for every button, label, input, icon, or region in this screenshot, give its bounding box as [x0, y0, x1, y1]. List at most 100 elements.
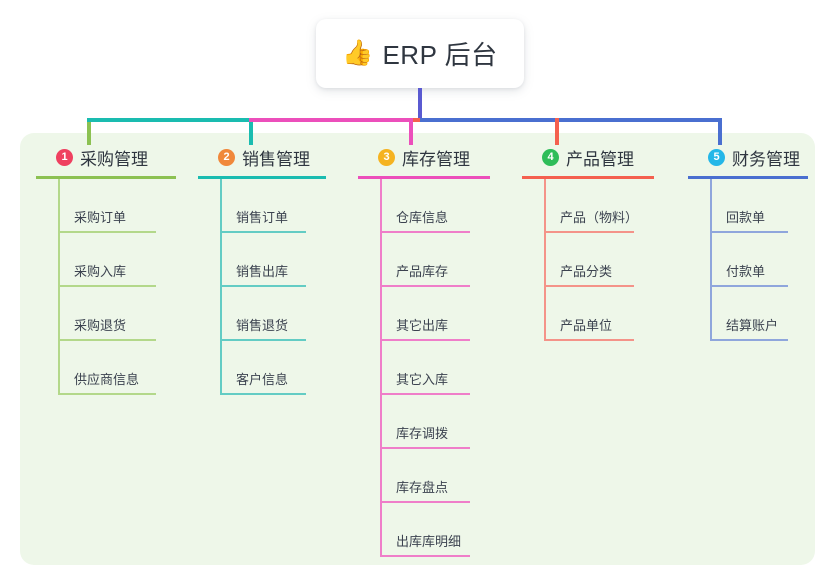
- branch-header-4[interactable]: 4 产品管理: [522, 144, 654, 170]
- branch-underline: [522, 176, 654, 179]
- branch-items: 产品（物料） 产品分类产品单位: [522, 179, 654, 341]
- branch-items: 采购订单采购入库采购退货供应商信息: [36, 179, 176, 395]
- branch-number-badge: 2: [218, 148, 235, 166]
- branch-spine: [710, 179, 712, 341]
- leaf-item-underline: [380, 555, 470, 557]
- leaf-item-label: 销售订单: [236, 210, 289, 225]
- leaf-item-label: 库存调拨: [396, 426, 449, 441]
- leaf-item[interactable]: 采购订单: [58, 179, 176, 233]
- leaf-item[interactable]: 供应商信息: [58, 341, 176, 395]
- leaf-item-underline: [544, 285, 634, 287]
- leaf-item[interactable]: 客户信息: [220, 341, 326, 395]
- leaf-item-underline: [58, 231, 156, 233]
- leaf-item-underline: [710, 339, 788, 341]
- branch-underline: [36, 176, 176, 179]
- leaf-item[interactable]: 库存盘点: [380, 449, 490, 503]
- branch-number-badge: 3: [378, 148, 395, 166]
- leaf-item-label: 其它出库: [396, 318, 449, 333]
- leaf-item-underline: [220, 285, 306, 287]
- branch-header-2[interactable]: 2 销售管理: [198, 144, 326, 170]
- leaf-item-underline: [58, 285, 156, 287]
- leaf-item-label: 采购退货: [74, 318, 127, 333]
- branch-spine: [380, 179, 382, 557]
- leaf-item[interactable]: 产品单位: [544, 287, 654, 341]
- leaf-item[interactable]: 付款单: [710, 233, 808, 287]
- leaf-item[interactable]: 其它入库: [380, 341, 490, 395]
- leaf-item-label: 产品分类: [560, 264, 613, 279]
- leaf-item-underline: [380, 447, 470, 449]
- branch-title: 财务管理: [732, 149, 800, 169]
- root-node-card[interactable]: 👍 ERP 后台: [316, 19, 524, 88]
- branch-items: 回款单付款单结算账户: [688, 179, 808, 341]
- leaf-item-label: 付款单: [726, 264, 766, 279]
- leaf-item-label: 采购订单: [74, 210, 127, 225]
- branch-title: 采购管理: [80, 149, 148, 169]
- leaf-item-underline: [220, 339, 306, 341]
- leaf-item[interactable]: 采购入库: [58, 233, 176, 287]
- leaf-item-label: 采购入库: [74, 264, 127, 279]
- leaf-item[interactable]: 出库库明细: [380, 503, 490, 557]
- connector-segment-2: [87, 118, 253, 122]
- leaf-item-label: 仓库信息: [396, 210, 449, 225]
- leaf-item[interactable]: 产品（物料）: [544, 179, 654, 233]
- branch-header-3[interactable]: 3 库存管理: [358, 144, 490, 170]
- connector-drop-5: [718, 118, 722, 145]
- branch-header-1[interactable]: 1 采购管理: [36, 144, 176, 170]
- leaf-item-label: 供应商信息: [74, 372, 140, 387]
- leaf-item-underline: [58, 393, 156, 395]
- leaf-item-underline: [710, 231, 788, 233]
- branch-column-4: 4 产品管理产品（物料） 产品分类产品单位: [522, 144, 654, 341]
- branch-spine: [58, 179, 60, 395]
- connector-drop-4: [555, 118, 559, 145]
- leaf-item[interactable]: 其它出库: [380, 287, 490, 341]
- branch-underline: [358, 176, 490, 179]
- connector-drop-1: [87, 118, 91, 145]
- leaf-item-label: 销售出库: [236, 264, 289, 279]
- leaf-item-label: 产品单位: [560, 318, 613, 333]
- connector-segment-3: [249, 118, 413, 122]
- leaf-item[interactable]: 销售出库: [220, 233, 326, 287]
- branch-title: 库存管理: [402, 149, 470, 169]
- leaf-item-underline: [710, 285, 788, 287]
- branch-underline: [198, 176, 326, 179]
- leaf-item-label: 结算账户: [726, 318, 779, 333]
- branch-items: 销售订单销售出库销售退货客户信息: [198, 179, 326, 395]
- leaf-item-label: 出库库明细: [396, 534, 462, 549]
- branch-items: 仓库信息产品库存其它出库其它入库库存调拨库存盘点出库库明细: [358, 179, 490, 557]
- leaf-item-underline: [380, 285, 470, 287]
- leaf-item[interactable]: 产品分类: [544, 233, 654, 287]
- leaf-item-underline: [380, 393, 470, 395]
- leaf-item-label: 客户信息: [236, 372, 289, 387]
- leaf-item-label: 产品（物料）: [560, 210, 639, 225]
- diagram-canvas: [20, 133, 815, 565]
- leaf-item[interactable]: 销售订单: [220, 179, 326, 233]
- leaf-item[interactable]: 仓库信息: [380, 179, 490, 233]
- leaf-item-underline: [380, 339, 470, 341]
- branch-number-badge: 4: [542, 148, 559, 166]
- branch-spine: [544, 179, 546, 341]
- branch-column-3: 3 库存管理仓库信息产品库存其它出库其它入库库存调拨库存盘点出库库明细: [358, 144, 490, 557]
- branch-title: 销售管理: [242, 149, 310, 169]
- leaf-item-label: 其它入库: [396, 372, 449, 387]
- leaf-item[interactable]: 结算账户: [710, 287, 808, 341]
- leaf-item-underline: [220, 393, 306, 395]
- leaf-item[interactable]: 产品库存: [380, 233, 490, 287]
- connector-main-bus: [420, 118, 722, 122]
- branch-number-badge: 1: [56, 148, 73, 166]
- leaf-item-underline: [380, 501, 470, 503]
- branch-column-1: 1 采购管理采购订单采购入库采购退货供应商信息: [36, 144, 176, 395]
- leaf-item-label: 回款单: [726, 210, 766, 225]
- leaf-item[interactable]: 采购退货: [58, 287, 176, 341]
- leaf-item[interactable]: 库存调拨: [380, 395, 490, 449]
- branch-spine: [220, 179, 222, 395]
- leaf-item[interactable]: 销售退货: [220, 287, 326, 341]
- branch-title: 产品管理: [566, 149, 634, 169]
- leaf-item-underline: [544, 231, 634, 233]
- root-node-title: ERP 后台: [382, 40, 498, 70]
- branch-underline: [688, 176, 808, 179]
- leaf-item-underline: [544, 339, 634, 341]
- leaf-item[interactable]: 回款单: [710, 179, 808, 233]
